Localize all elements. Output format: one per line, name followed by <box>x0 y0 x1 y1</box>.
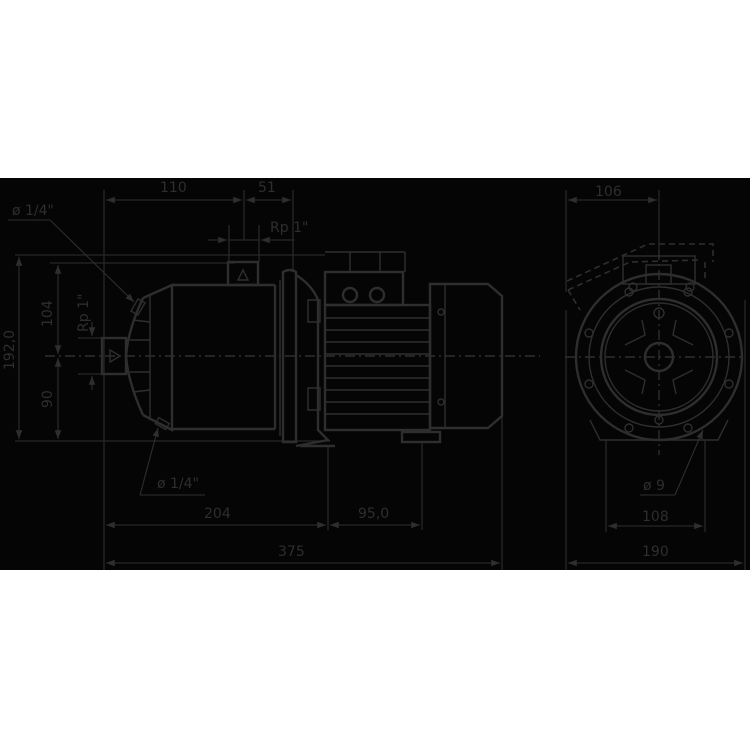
drain-plug-bottom <box>154 416 171 431</box>
dim-190: 190 <box>642 544 669 560</box>
pump-head <box>100 283 174 432</box>
dim-110: 110 <box>160 180 187 196</box>
shaft <box>643 341 675 373</box>
dim-204: 204 <box>204 506 231 522</box>
drain-bottom-label: ø 1/4" <box>157 476 199 492</box>
dim-104: 104 <box>40 300 56 327</box>
dim-108: 108 <box>642 509 669 525</box>
dim-95: 95,0 <box>358 506 389 522</box>
pump-casing <box>172 260 281 436</box>
flow-triangle-up <box>236 268 250 281</box>
dim-51: 51 <box>258 180 276 196</box>
drain-top-label: ø 1/4" <box>12 203 54 219</box>
hole-diameter-label: ø 9 <box>643 478 665 494</box>
dim-192: 192,0 <box>2 330 18 370</box>
motor-foot <box>400 430 442 444</box>
dim-375: 375 <box>278 544 305 560</box>
motor-body <box>323 251 442 444</box>
dim-rp1-left: Rp 1" <box>76 294 92 332</box>
flow-triangle-right <box>109 348 122 364</box>
motor-flange <box>281 268 335 448</box>
terminal-box <box>323 270 405 307</box>
dim-90: 90 <box>40 390 56 408</box>
drain-plug-top <box>130 297 146 317</box>
cable-gland <box>341 286 359 304</box>
dim-106: 106 <box>595 184 622 200</box>
discharge-nozzle <box>226 260 260 287</box>
side-view: 106 ø 9 108 190 <box>565 184 746 570</box>
dim-rp1-top: Rp 1" <box>270 220 308 236</box>
cable-gland <box>368 286 386 304</box>
terminal-box-hidden <box>566 243 714 282</box>
front-view: 110 51 Rp 1" 192,0 104 90 Rp 1" ø 1/4" <box>2 180 540 570</box>
inlet-nozzle <box>100 336 128 376</box>
